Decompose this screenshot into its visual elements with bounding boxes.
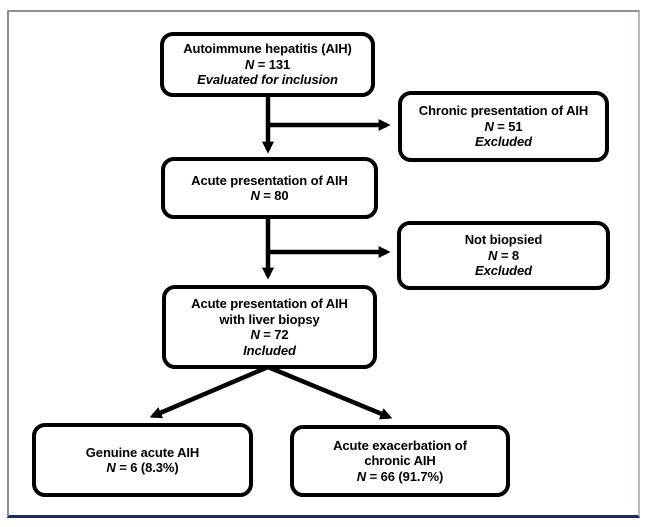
n-symbol: N xyxy=(250,327,260,342)
n-symbol: N xyxy=(488,247,498,263)
box-title-line2: chronic AIH xyxy=(364,453,436,469)
flow-box-chronic-excluded: Chronic presentation of AIH N = 51 Exclu… xyxy=(398,91,609,162)
box-title: Genuine acute AIH xyxy=(85,444,200,460)
flow-box-biopsy-included: Acute presentation of AIH with liver bio… xyxy=(162,285,377,369)
box-title: Autoimmune hepatitis (AIH) xyxy=(183,41,352,57)
box-n-line: N = 51 xyxy=(484,119,522,135)
n-value: = 66 (91.7%) xyxy=(366,468,444,484)
box-note: Excluded xyxy=(475,263,532,279)
box-title-line2: with liver biopsy xyxy=(219,311,320,327)
flow-box-not-biopsied: Not biopsied N = 8 Excluded xyxy=(397,221,610,290)
n-value: = 80 xyxy=(259,188,289,203)
box-note: Evaluated for inclusion xyxy=(197,72,338,88)
n-value: = 6 (8.3%) xyxy=(115,460,179,475)
n-symbol: N xyxy=(356,468,367,484)
box-n-line: N = 66 (91.7%) xyxy=(356,468,444,485)
n-value: = 51 xyxy=(493,118,523,134)
flow-box-evaluated: Autoimmune hepatitis (AIH) N = 131 Evalu… xyxy=(160,32,375,97)
box-n-line: N = 6 (8.3%) xyxy=(106,460,178,476)
box-title: Acute presentation of AIH xyxy=(191,296,348,311)
box-title: Acute exacerbation of xyxy=(333,437,467,453)
n-symbol: N xyxy=(484,118,494,134)
flow-box-acute: Acute presentation of AIH N = 80 xyxy=(161,157,378,219)
box-n-line: N = 8 xyxy=(488,248,519,264)
box-n-line: N = 80 xyxy=(250,188,288,204)
flow-box-acute-exacerbation: Acute exacerbation of chronic AIH N = 66… xyxy=(290,425,510,497)
box-note: Excluded xyxy=(475,134,532,150)
flow-box-genuine-acute: Genuine acute AIH N = 6 (8.3%) xyxy=(32,423,253,497)
box-n-line: N = 72 xyxy=(250,327,288,343)
n-value: = 131 xyxy=(254,56,291,72)
n-symbol: N xyxy=(244,56,255,72)
box-title: Acute presentation of AIH xyxy=(191,172,348,188)
box-title: Not biopsied xyxy=(464,232,543,248)
n-value: = 72 xyxy=(259,327,289,342)
box-title: Chronic presentation of AIH xyxy=(418,103,589,119)
box-note: Included xyxy=(243,342,296,358)
n-symbol: N xyxy=(250,188,260,203)
n-value: = 8 xyxy=(497,247,519,263)
box-n-line: N = 131 xyxy=(245,57,290,73)
n-symbol: N xyxy=(106,460,116,475)
